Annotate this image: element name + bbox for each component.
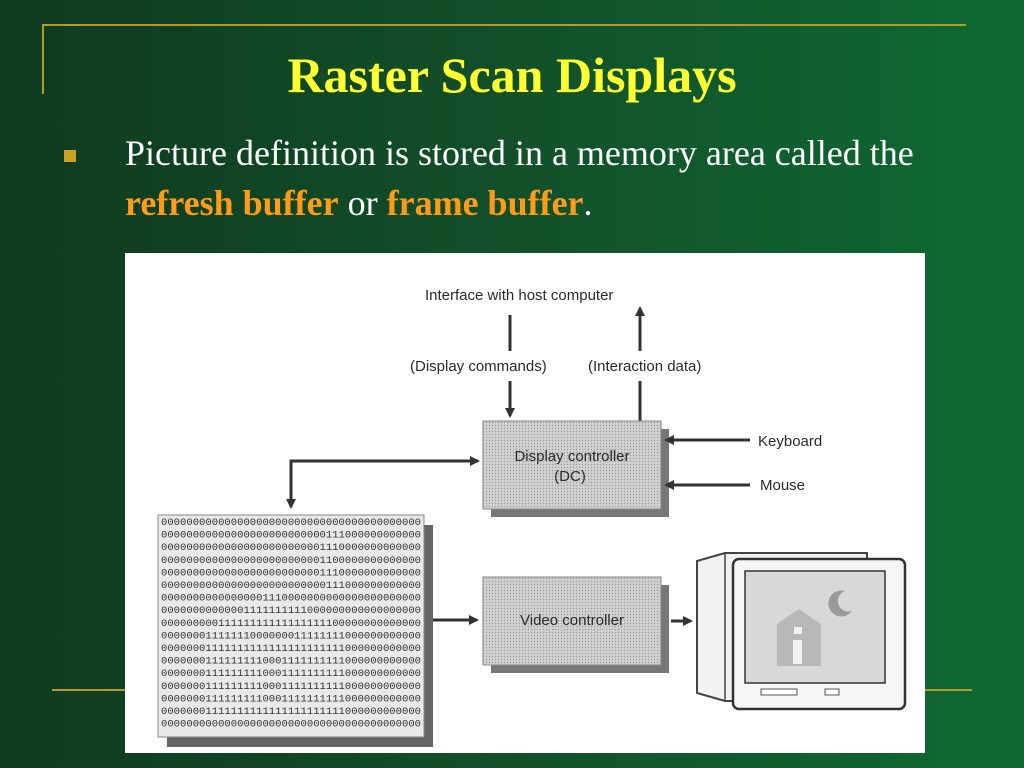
interaction-data-label: (Interaction data) bbox=[588, 358, 701, 375]
frame-buffer-row: 0000000000000000000000000111000000000000… bbox=[161, 567, 421, 579]
frame-line-left bbox=[42, 24, 44, 94]
frame-buffer-row: 0000000111111111000111111111100000000000… bbox=[161, 656, 421, 668]
interaction-data-label-bg bbox=[587, 351, 727, 381]
bullet-text-part-2: or bbox=[338, 183, 387, 223]
frame-buffer-row: 0000000111111111111111111111100000000000… bbox=[161, 706, 421, 718]
highlight-refresh-buffer: refresh buffer bbox=[125, 183, 339, 223]
frame-line-top bbox=[42, 24, 966, 26]
frame-buffer-row: 0000000000000000000000000111000000000000… bbox=[161, 542, 421, 554]
bullet-text-part-3: . bbox=[583, 183, 593, 223]
frame-line-bottom-left bbox=[52, 689, 125, 691]
slide-title: Raster Scan Displays bbox=[287, 47, 737, 103]
bullet-marker bbox=[64, 150, 76, 162]
keyboard-label: Keyboard bbox=[758, 433, 822, 450]
frame-buffer-row: 0000000111111111111111111111100000000000… bbox=[161, 643, 421, 655]
frame-buffer-row: 0000000000000111111111100000000000000000… bbox=[161, 605, 421, 617]
display-commands-label: (Display commands) bbox=[410, 358, 547, 375]
display-controller-box bbox=[482, 420, 662, 510]
frame-buffer-box bbox=[157, 514, 425, 738]
dc-to-buffer-line bbox=[289, 459, 475, 503]
diagram-svg: Interface with host computer (Display co… bbox=[157, 287, 907, 747]
display-controller-label: Display controller bbox=[514, 448, 629, 465]
mouse-label: Mouse bbox=[760, 477, 805, 494]
frame-buffer-row: 0000000000000000000000000011100000000000… bbox=[161, 580, 421, 592]
frame-line-bottom-right bbox=[925, 689, 972, 691]
frame-buffer-row: 0000000000000000000000000011100000000000… bbox=[161, 530, 421, 542]
frame-buffer-row: 0000000111111111000111111111100000000000… bbox=[161, 668, 421, 680]
video-controller-label: Video controller bbox=[520, 612, 624, 629]
video-controller-box bbox=[482, 576, 662, 666]
frame-buffer-row: 0000000000000000000000000110000000000000… bbox=[161, 555, 421, 567]
bullet-text-part-1: Picture definition is stored in a memory… bbox=[125, 133, 914, 173]
frame-buffer-row: 0000000111111100000001111111100000000000… bbox=[161, 630, 421, 642]
frame-buffer-row: 0000000000000000000000000000000000000000… bbox=[161, 517, 421, 529]
interface-label: Interface with host computer bbox=[425, 287, 613, 304]
frame-buffer-row: 0000000001111111111111111110000000000000… bbox=[161, 618, 421, 630]
raster-system-diagram: Interface with host computer (Display co… bbox=[125, 253, 925, 753]
frame-buffer-row: 0000000111111111000111111111100000000000… bbox=[161, 693, 421, 705]
display-controller-abbrev: (DC) bbox=[554, 468, 586, 485]
monitor-icon bbox=[696, 552, 907, 711]
frame-buffer-row: 0000000111111111000111111111100000000000… bbox=[161, 681, 421, 693]
highlight-frame-buffer: frame buffer bbox=[386, 183, 584, 223]
frame-buffer-row: 0000000000000000000000000000000000000000… bbox=[161, 719, 421, 731]
bullet-text: Picture definition is stored in a memory… bbox=[125, 128, 985, 228]
frame-buffer-bits: 0000000000000000000000000000000000000000… bbox=[161, 517, 421, 731]
frame-buffer-row: 0000000000000000111000000000000000000000… bbox=[161, 593, 421, 605]
display-commands-label-bg bbox=[408, 351, 578, 381]
